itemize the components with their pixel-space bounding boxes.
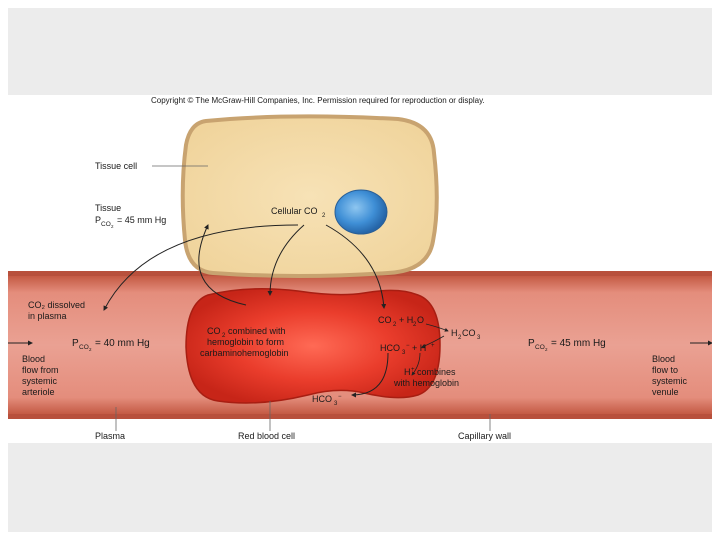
eq-hco3: HCO [380, 343, 400, 353]
label-carbaminohemoglobin: CO 2 combined with hemoglobin to form ca… [200, 326, 289, 358]
equation-co2-h2o: CO 2 + H 2 O [378, 315, 424, 328]
label-co2-dissolved: CO₂ dissolved [28, 300, 85, 310]
hcomb-plus: + [411, 367, 415, 373]
label-plasma: Plasma [95, 431, 125, 441]
eq-co3: CO [462, 328, 476, 338]
hco3-out-minus: − [338, 394, 342, 400]
arrow-hco3-out [351, 352, 389, 398]
eq-h2o-sub: 2 [413, 322, 417, 328]
arrow-to-equation [325, 224, 387, 309]
label-h-combines: H + combines with hemoglobin [393, 367, 459, 388]
red-blood-cell-shape [185, 288, 441, 404]
arrow-to-rbc [267, 224, 305, 296]
right-p: P [528, 338, 535, 349]
arrow-to-plasma [103, 224, 299, 311]
eq-h: H [451, 328, 458, 338]
tissue-cell-shape [180, 114, 439, 278]
tissue-p: P [95, 215, 101, 225]
label-blood-flow-out: Blood flow to systemic venule [652, 354, 688, 397]
label-tissue: Tissue [95, 203, 121, 213]
cellular-co2-sub: 2 [322, 213, 326, 219]
eq-co2: CO [378, 315, 392, 325]
label-capillary-wall: Capillary wall [458, 431, 511, 441]
arrow-to-tissue [198, 224, 247, 306]
eq-plus-h2o: + H [399, 315, 413, 325]
cellular-co2-text: Cellular CO [271, 206, 318, 216]
label-tissue-pco2: P CO 2 = 45 mm Hg [95, 215, 166, 229]
eq-co3-sub: 3 [477, 335, 481, 341]
carb-co2: CO [207, 326, 221, 336]
label-left-pco2: P CO 2 = 40 mm Hg [72, 338, 150, 352]
carb-line-2: hemoglobin to form [207, 337, 284, 347]
flow-out-1: Blood [652, 354, 675, 364]
label-cellular-co2: Cellular CO 2 [271, 206, 326, 219]
hco3-out-text: HCO [312, 394, 332, 404]
label-right-pco2: P CO 2 = 45 mm Hg [528, 338, 606, 352]
eq-h2co3-sub: 2 [458, 335, 462, 341]
carb-co2-sub: 2 [222, 333, 226, 339]
arrow-h-combines [411, 352, 421, 376]
carb-line-1: combined with [228, 326, 286, 336]
carb-line-3: carbaminohemoglobin [200, 348, 289, 358]
label-red-blood-cell: Red blood cell [238, 431, 295, 441]
hco3-out-sub: 3 [334, 401, 338, 407]
left-co2-sub: CO [79, 344, 89, 351]
flow-in-2: flow from [22, 365, 59, 375]
hcomb-line-2: with hemoglobin [393, 378, 459, 388]
hcomb-h: H [404, 367, 411, 377]
flow-in-1: Blood [22, 354, 45, 364]
label-in-plasma: in plasma [28, 311, 67, 321]
arrow-to-h2co3 [425, 323, 449, 332]
right-pco2-value: = 45 mm Hg [551, 338, 606, 349]
right-co2-sub: CO [535, 344, 545, 351]
eq-hco3-sub: 3 [402, 350, 406, 356]
left-co2-sub-2: 2 [89, 347, 92, 352]
label-tissue-cell: Tissue cell [95, 161, 137, 171]
tissue-co2-sub-2: 2 [111, 224, 114, 229]
eq-hco3-minus: − [406, 343, 410, 349]
copyright-text: Copyright © The McGraw-Hill Companies, I… [151, 96, 485, 105]
diagram-figure: Copyright © The McGraw-Hill Companies, I… [8, 95, 712, 443]
label-hco3-out: HCO 3 − [312, 394, 342, 407]
flow-out-2: flow to [652, 365, 678, 375]
co2-transport-diagram: Copyright © The McGraw-Hill Companies, I… [8, 96, 712, 441]
equation-h2co3: H 2 CO 3 [451, 328, 481, 341]
flow-in-4: arteriole [22, 387, 55, 397]
label-blood-flow-in: Blood flow from systemic arteriole [22, 354, 59, 397]
left-p: P [72, 338, 79, 349]
flow-out-3: systemic [652, 376, 688, 386]
left-pco2-value: = 40 mm Hg [95, 338, 150, 349]
flow-out-4: venule [652, 387, 679, 397]
eq-plus-h: + H [412, 343, 426, 353]
tissue-co2-sub: CO [101, 221, 111, 228]
eq-h-plus: + [431, 343, 435, 349]
eq-co2-sub: 2 [393, 322, 397, 328]
equation-hco3-h: HCO 3 − + H + [380, 343, 435, 356]
nucleus [334, 189, 388, 235]
hcomb-line-1: combines [417, 367, 456, 377]
flow-in-3: systemic [22, 376, 58, 386]
arrow-from-h2co3 [421, 335, 445, 348]
right-co2-sub-2: 2 [545, 347, 548, 352]
eq-o: O [417, 315, 424, 325]
tissue-pco2-value: = 45 mm Hg [117, 215, 166, 225]
